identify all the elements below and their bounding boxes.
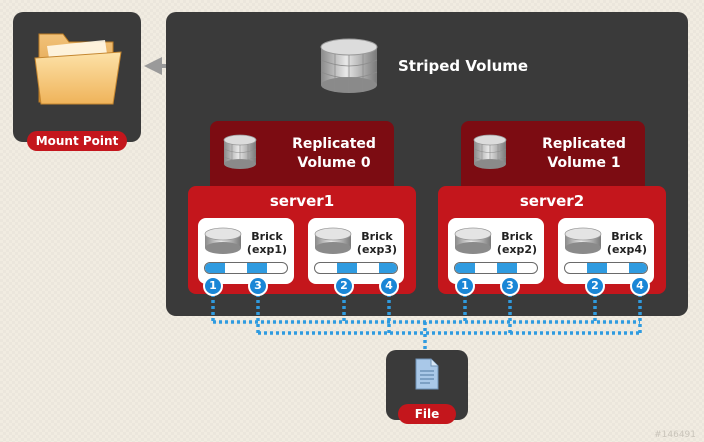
- database-icon: [320, 38, 378, 93]
- document-icon: [415, 358, 439, 390]
- brick-label-line1: Brick: [361, 230, 393, 243]
- replicated-volume-1-line1: Replicated: [542, 136, 626, 152]
- stripe-marker: 3: [248, 276, 268, 296]
- stripe-marker: 4: [379, 276, 399, 296]
- replicated-volume-0-line1: Replicated: [292, 136, 376, 152]
- disk-icon: [564, 227, 602, 254]
- disk-icon: [454, 227, 492, 254]
- database-icon: [223, 134, 257, 169]
- brick-card-exp3: Brick (exp3): [308, 218, 404, 284]
- brick-card-exp1: Brick (exp1): [198, 218, 294, 284]
- brick-label-line1: Brick: [251, 230, 283, 243]
- stripe-marker: 2: [334, 276, 354, 296]
- replicated-volume-0-line2: Volume 0: [297, 155, 371, 171]
- mount-point-label: Mount Point: [27, 131, 127, 151]
- stripe-marker: 2: [585, 276, 605, 296]
- mount-point-panel: Mount Point: [13, 12, 141, 151]
- file-panel: File: [386, 350, 468, 424]
- database-icon: [473, 134, 507, 169]
- striped-volume-title: Striped Volume: [398, 57, 529, 75]
- brick-label-line2: (exp2): [496, 243, 538, 256]
- brick-label-line2: (exp1): [246, 243, 288, 256]
- file-label: File: [398, 404, 456, 424]
- brick-label-line2: (exp4): [606, 243, 648, 256]
- brick-usage-bar: [564, 262, 648, 274]
- watermark: #146491: [654, 430, 696, 440]
- server1-title: server1: [269, 192, 335, 210]
- stripe-marker: 1: [455, 276, 475, 296]
- folder-icon: [34, 33, 122, 105]
- brick-usage-bar: [204, 262, 288, 274]
- brick-card-exp4: Brick (exp4): [558, 218, 654, 284]
- brick-label-line1: Brick: [501, 230, 533, 243]
- replicated-volume-1-line2: Volume 1: [547, 155, 621, 171]
- brick-card-exp2: Brick (exp2): [448, 218, 544, 284]
- disk-icon: [204, 227, 242, 254]
- brick-label-line2: (exp3): [356, 243, 398, 256]
- stripe-marker: 4: [630, 276, 650, 296]
- brick-usage-bar: [454, 262, 538, 274]
- brick-label-line1: Brick: [611, 230, 643, 243]
- brick-usage-bar: [314, 262, 398, 274]
- stripe-marker: 3: [500, 276, 520, 296]
- server2-title: server2: [519, 192, 585, 210]
- stripe-marker: 1: [203, 276, 223, 296]
- disk-icon: [314, 227, 352, 254]
